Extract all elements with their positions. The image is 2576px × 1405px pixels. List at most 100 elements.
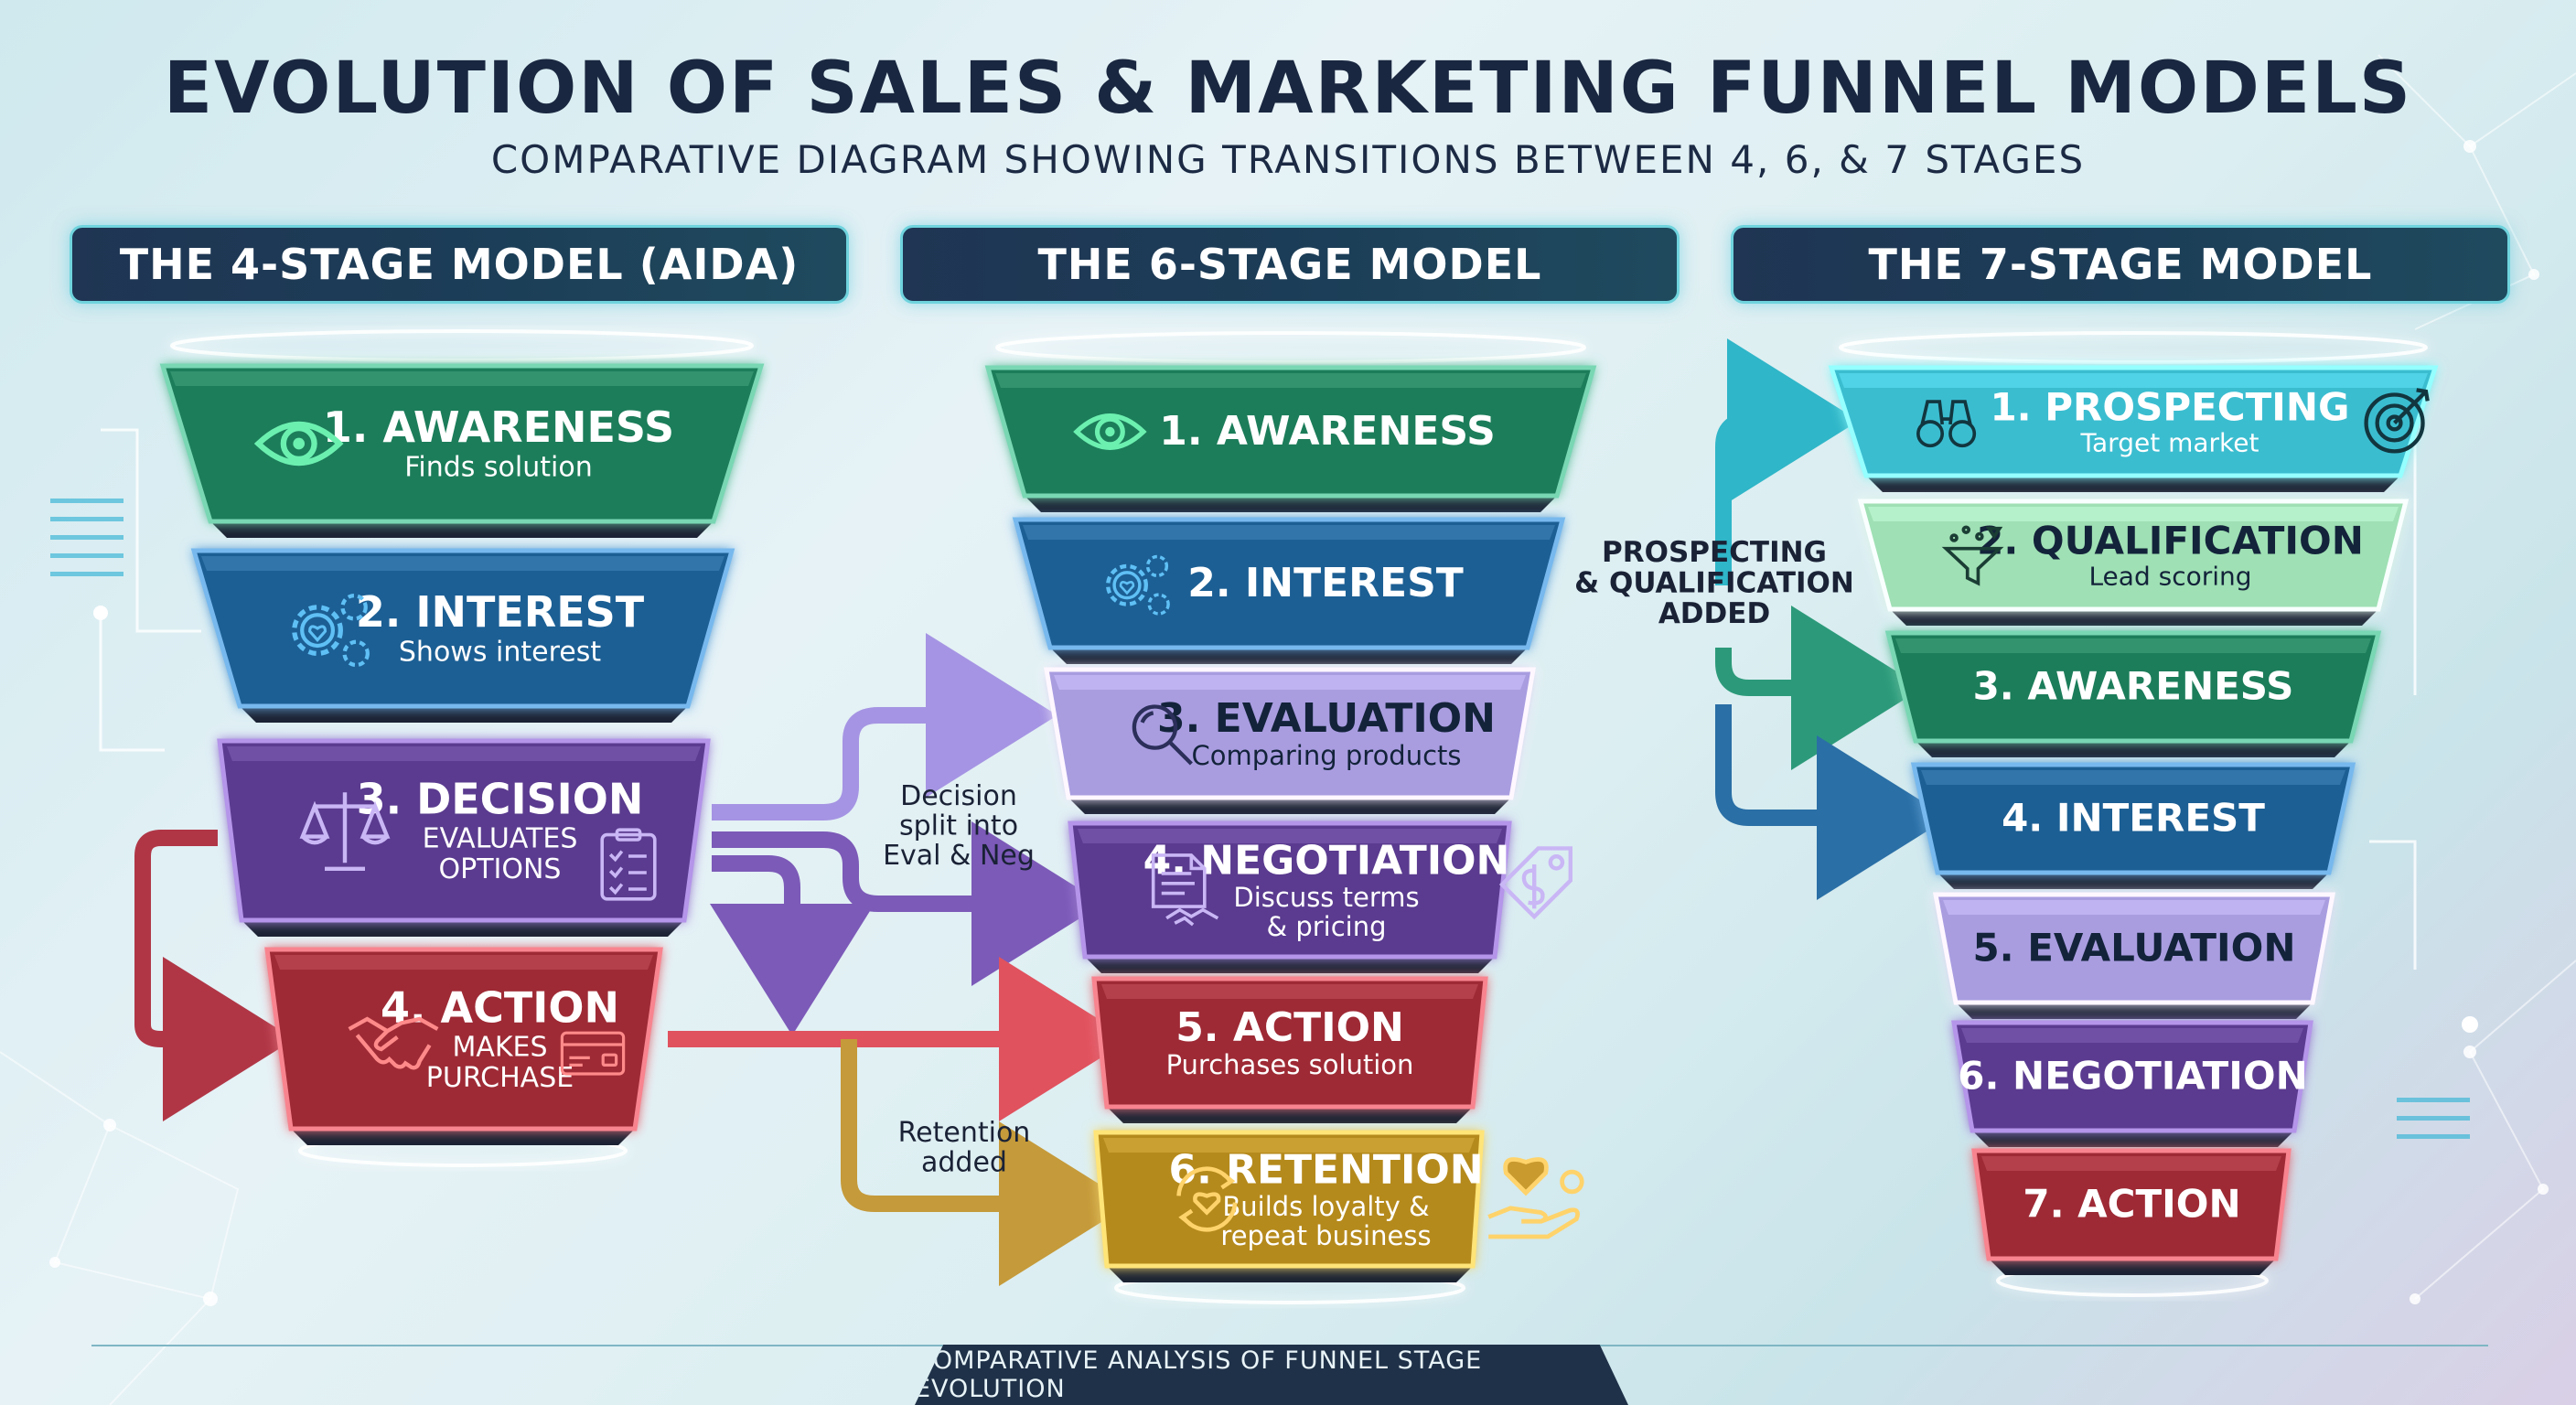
stage-highlight: [227, 746, 701, 761]
stage-highlight: [201, 556, 724, 571]
stage-highlight: [1868, 507, 2399, 521]
stage-ledge: [1956, 1003, 2313, 1019]
stage-label: 1. PROSPECTING: [1990, 384, 2349, 429]
stage-ledge: [1085, 957, 1495, 973]
stage-body: [1044, 667, 1536, 800]
funnel6-stage-2: 2. INTEREST: [1012, 517, 1566, 664]
hand-heart-icon: [1488, 1159, 1582, 1237]
stage-body: [1971, 1148, 2292, 1261]
stage-label: 2. QUALIFICATION: [1977, 518, 2364, 563]
stage-ledge: [1050, 648, 1528, 664]
stage-highlight: [1023, 525, 1555, 540]
stage-label: 4. ACTION: [381, 983, 619, 1033]
stage-body: [1012, 517, 1566, 650]
funnel7-stage-3: 3. AWARENESS: [1884, 630, 2382, 757]
stage-label: 4. INTEREST: [2002, 795, 2265, 840]
stage-body: [217, 738, 711, 923]
stage-highlight: [1101, 984, 1478, 999]
stage-body: [1951, 1020, 2313, 1133]
stage-ledge: [291, 1129, 635, 1145]
stage-ledge: [1916, 741, 2351, 757]
note-retention-added: added: [921, 1146, 1007, 1178]
note-prospecting-added: & QUALIFICATION: [1574, 566, 1854, 599]
stage-label: 2. INTEREST: [1187, 560, 1464, 606]
stage-ledge: [242, 920, 684, 937]
stage-highlight: [1103, 1138, 1475, 1153]
stage-body: [1828, 365, 2439, 478]
stage-highlight: [1839, 373, 2428, 388]
funnel7-stage-4: 4. INTEREST: [1910, 762, 2356, 889]
stage-ledge: [1866, 476, 2400, 492]
stage-ledge: [1890, 609, 2378, 626]
stage-label: 7. ACTION: [2023, 1181, 2240, 1226]
funnel7-stage-6: 6. NEGOTIATION: [1951, 1020, 2313, 1147]
stage-highlight: [1054, 675, 1526, 690]
arrow-action-to-retention: [841, 1039, 1131, 1286]
stage-sublabel: Comparing products: [1191, 740, 1461, 771]
page-title: EVOLUTION OF SALES & MARKETING FUNNEL MO…: [163, 48, 2413, 130]
arrow-decision-to-action: [134, 830, 295, 1121]
header-7-stage: THE 7-STAGE MODEL: [1731, 225, 2510, 304]
stage-highlight: [1943, 900, 2325, 915]
note-retention-added: Retention: [898, 1117, 1031, 1149]
stage-label: 3. AWARENESS: [1973, 663, 2294, 708]
arrow-decision-to-negotiation: [712, 821, 1103, 986]
price-tag-icon: [1502, 848, 1571, 917]
stage-highlight: [1961, 1028, 2303, 1043]
arrow-decision-down: [710, 855, 875, 1035]
stage-sublabel: Target market: [2080, 428, 2259, 458]
stage-ledge: [1937, 873, 2329, 889]
note-decision-split: Decision: [900, 780, 1017, 812]
stage-highlight: [170, 371, 754, 386]
stage-body: [190, 548, 735, 709]
stage-label: 5. ACTION: [1175, 1004, 1404, 1051]
note-decision-split: split into: [899, 810, 1018, 842]
stage-highlight: [1078, 829, 1502, 843]
stage-highlight: [1895, 638, 2371, 653]
stage-ledge: [240, 706, 688, 723]
stage-sublabel: repeat business: [1220, 1220, 1431, 1251]
stage-sublabel: EVALUATES: [423, 823, 578, 855]
page-subtitle: COMPARATIVE DIAGRAM SHOWING TRANSITIONS …: [490, 137, 2086, 182]
stage-highlight: [995, 373, 1586, 388]
arrow-to-awareness: [1715, 606, 1923, 770]
header-4-stage: THE 4-STAGE MODEL (AIDA): [70, 225, 849, 304]
stage-label: 6. NEGOTIATION: [1958, 1053, 2307, 1098]
stage-ledge: [1025, 496, 1557, 512]
note-decision-split: Eval & Neg: [883, 840, 1035, 872]
stage-label: 3. DECISION: [357, 775, 644, 824]
stage-sublabel: Purchases solution: [1166, 1049, 1414, 1080]
stage-body: [264, 947, 663, 1132]
stage-ledge: [1972, 1131, 2294, 1147]
arrow-to-prospecting: [1715, 338, 1859, 585]
note-prospecting-added: ADDED: [1658, 597, 1770, 630]
stage-sublabel: Discuss terms: [1233, 882, 1419, 913]
stage-body: [984, 365, 1597, 499]
stage-highlight: [1921, 770, 2345, 785]
stage-label: 6. RETENTION: [1168, 1146, 1483, 1193]
stage-ledge: [1107, 1107, 1473, 1123]
stage-label: 5. EVALUATION: [1972, 925, 2295, 970]
stage-ledge: [1989, 1259, 2276, 1275]
stage-ledge: [210, 521, 714, 538]
stage-label: 3. EVALUATION: [1157, 695, 1496, 742]
stage-label: 1. AWARENESS: [323, 402, 674, 452]
arrow-decision-to-evaluation: [712, 633, 1057, 820]
stage-body: [1910, 762, 2356, 875]
note-prospecting-added: PROSPECTING: [1602, 536, 1827, 569]
header-6-stage: THE 6-STAGE MODEL: [900, 225, 1680, 304]
stage-body: [1884, 630, 2382, 744]
stage-sublabel: MAKES: [452, 1032, 547, 1064]
